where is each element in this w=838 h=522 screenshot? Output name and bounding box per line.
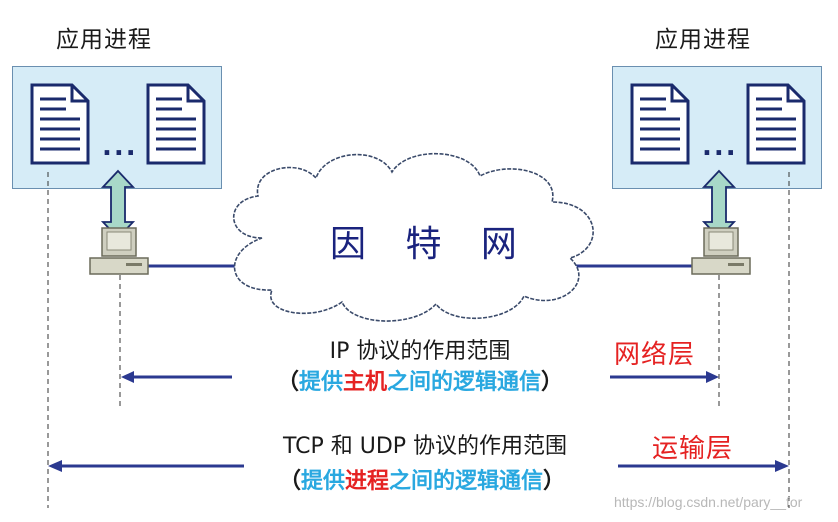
desc-pre-text: 提供 <box>300 469 345 494</box>
network-layer-desc: （提供主机之间的逻辑通信） <box>226 364 614 396</box>
network-layer-label: 网络层 <box>614 340 696 370</box>
internet-label: 因 特 网 <box>330 224 531 265</box>
watermark: https://blog.csdn.net/pary__for <box>614 494 803 510</box>
desc-pre-text: 提供 <box>298 370 343 395</box>
right-doc-icon-2 <box>746 83 806 165</box>
desc-post-text: 之间的逻辑通信 <box>389 469 544 494</box>
right-computer-icon <box>691 227 751 275</box>
desc-open-paren: （ <box>278 469 301 494</box>
right-doc-icon-1 <box>630 83 690 165</box>
desc-open-paren: （ <box>276 370 299 395</box>
network-left-arrowhead <box>121 371 134 383</box>
transport-left-arrowhead <box>48 460 62 472</box>
left-process-title: 应用进程 <box>56 27 152 53</box>
desc-close-paren: ） <box>541 370 564 395</box>
desc-close-paren: ） <box>543 469 566 494</box>
desc-post-text: 之间的逻辑通信 <box>387 370 542 395</box>
network-right-arrowhead <box>706 371 719 383</box>
transport-layer-desc: （提供进程之间的逻辑通信） <box>228 463 616 495</box>
left-ellipsis: ... <box>102 132 138 162</box>
transport-layer-label: 运输层 <box>652 434 734 464</box>
desc-highlight-process: 进程 <box>344 469 389 494</box>
transport-right-arrowhead <box>775 460 789 472</box>
internet-cloud <box>232 152 594 322</box>
ip-scope-text: IP 协议的作用范围 <box>329 339 511 364</box>
left-doc-icon-2 <box>146 83 206 165</box>
tcp-udp-scope-text: TCP 和 UDP 协议的作用范围 <box>282 434 568 459</box>
left-computer-icon <box>89 227 149 275</box>
desc-highlight-host: 主机 <box>342 370 387 395</box>
right-ellipsis: ... <box>702 132 738 162</box>
left-doc-icon-1 <box>30 83 90 165</box>
right-process-title: 应用进程 <box>655 27 751 53</box>
